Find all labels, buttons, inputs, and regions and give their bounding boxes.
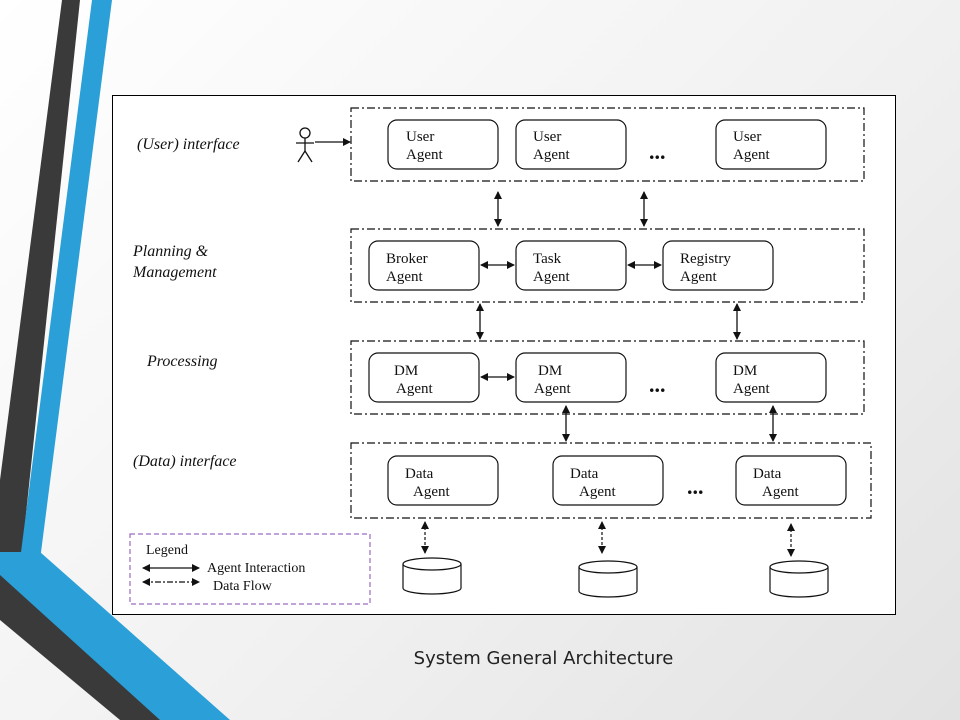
- legend-title: Legend: [146, 543, 188, 558]
- agent-label-line2: Agent: [406, 147, 443, 163]
- agent-box: User Agent: [715, 119, 827, 170]
- agent-label-line1: Registry: [680, 251, 731, 267]
- agent-box: Task Agent: [515, 240, 627, 291]
- legend-box: [129, 533, 371, 605]
- blue-stripe-bottom: [0, 552, 230, 720]
- agent-box: DM Agent: [515, 352, 627, 403]
- agent-box: User Agent: [515, 119, 627, 170]
- agent-label-line2: Agent: [762, 484, 799, 500]
- agent-label-line1: Data: [570, 466, 599, 482]
- architecture-diagram: (User) interface Planning & Management P…: [112, 95, 896, 615]
- agent-label-line1: Task: [533, 251, 562, 267]
- agent-label-line2: Agent: [413, 484, 450, 500]
- layer-label-planning: Planning &: [132, 243, 209, 260]
- agent-label-line1: DM: [733, 363, 757, 379]
- diagram-canvas: (User) interface Planning & Management P…: [129, 107, 872, 605]
- agent-label-line1: DM: [394, 363, 418, 379]
- agent-label-line1: Data: [753, 466, 782, 482]
- stick-figure-icon: [296, 127, 314, 163]
- layer-box-planning: [350, 228, 865, 303]
- layer-label-management: Management: [132, 264, 217, 281]
- agent-label-line2: Agent: [680, 269, 717, 285]
- legend-data-flow-label: Data Flow: [213, 579, 273, 594]
- layer-box-user-interface: [350, 107, 865, 182]
- agent-box: Registry Agent: [662, 240, 774, 291]
- agent-box: User Agent: [387, 119, 499, 170]
- agent-label-line1: User: [406, 129, 434, 145]
- layer-label-user-interface: (User) interface: [137, 136, 240, 153]
- agent-box: Data Agent: [387, 455, 499, 506]
- layer-box-data-interface: [350, 442, 872, 519]
- agent-box: Data Agent: [552, 455, 664, 506]
- agent-label-line2: Agent: [386, 269, 423, 285]
- database-cylinder-icon: [578, 560, 638, 598]
- legend-agent-interaction-label: Agent Interaction: [207, 561, 305, 576]
- agent-label-line1: User: [733, 129, 761, 145]
- agent-label-line2: Agent: [533, 269, 570, 285]
- agent-box: Broker Agent: [368, 240, 480, 291]
- layer-box-processing: [350, 340, 865, 415]
- agent-label-line2: Agent: [733, 381, 770, 397]
- agent-label-line1: DM: [538, 363, 562, 379]
- agent-label-line1: Broker: [386, 251, 428, 267]
- agent-label-line2: Agent: [733, 147, 770, 163]
- agent-label-line1: User: [533, 129, 561, 145]
- database-cylinder-icon: [402, 557, 462, 595]
- agent-label-line2: Agent: [579, 484, 616, 500]
- agent-box: Data Agent: [735, 455, 847, 506]
- dark-stripe-bottom: [0, 575, 160, 720]
- agent-label-line2: Agent: [534, 381, 571, 397]
- ellipsis: ...: [649, 372, 666, 397]
- agent-label-line1: Data: [405, 466, 434, 482]
- blue-stripe-top: [20, 0, 112, 560]
- agent-label-line2: Agent: [533, 147, 570, 163]
- agent-box: DM Agent: [368, 352, 480, 403]
- ellipsis: ...: [649, 139, 666, 164]
- database-cylinder-icon: [769, 560, 829, 598]
- agent-box: DM Agent: [715, 352, 827, 403]
- layer-label-processing: Processing: [146, 353, 218, 370]
- agent-label-line2: Agent: [396, 381, 433, 397]
- slide-caption: System General Architecture: [413, 648, 674, 669]
- dark-stripe-top: [0, 0, 80, 552]
- layer-label-data-interface: (Data) interface: [133, 453, 237, 470]
- ellipsis: ...: [687, 474, 704, 499]
